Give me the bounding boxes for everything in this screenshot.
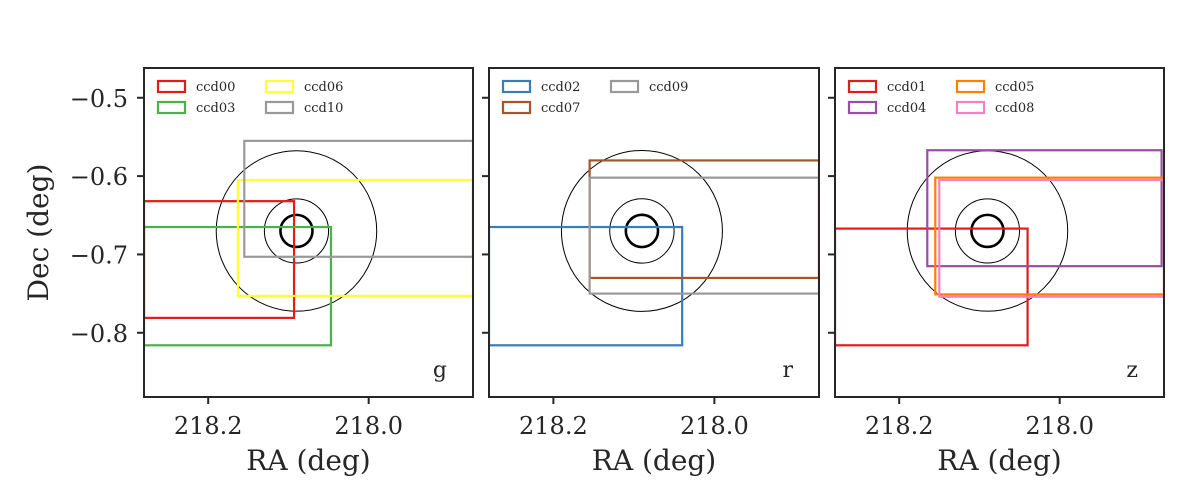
ccd08-footprint xyxy=(938,178,1164,298)
x-tick-label: 218.2 xyxy=(519,412,588,440)
legend-swatch xyxy=(264,100,295,115)
ccd09-footprint xyxy=(588,176,819,295)
x-tick-label: 218.0 xyxy=(334,412,403,440)
legend-label: ccd04 xyxy=(887,101,926,116)
panel-z: 218.2 218.0 RA (deg) z ccd01 ccd04 ccd05 ccd08 xyxy=(828,67,1165,477)
y-axis-title: Dec (deg) xyxy=(22,164,55,302)
axes-frame xyxy=(143,67,474,398)
x-tick-label: 218.2 xyxy=(174,412,243,440)
x-axis-title: RA (deg) xyxy=(246,444,370,477)
legend-label: ccd03 xyxy=(196,101,235,116)
aperture-circle-1 xyxy=(954,198,1021,264)
legend-label: ccd01 xyxy=(887,80,926,95)
axes-frame xyxy=(488,67,820,398)
ccd02-footprint xyxy=(489,225,684,347)
legend-label: ccd00 xyxy=(196,80,235,95)
ccd06-footprint xyxy=(236,178,473,298)
aperture-circle-0 xyxy=(970,213,1005,249)
aperture-circle-0 xyxy=(624,213,660,249)
legend-swatch xyxy=(847,100,878,115)
x-axis-title: RA (deg) xyxy=(592,444,716,477)
ccd10-footprint xyxy=(243,139,473,258)
band-label: r xyxy=(782,358,793,383)
aperture-circle-2 xyxy=(215,150,378,312)
legend-swatch xyxy=(501,79,532,94)
aperture-circle-1 xyxy=(609,198,675,264)
panel-g: 218.2 218.0 −0.5 −0.6 −0.7 −0.8 RA (deg) Dec (d… xyxy=(22,67,474,477)
y-tick-label: −0.5 xyxy=(70,85,128,113)
legend-label: ccd06 xyxy=(304,80,343,95)
panel-r: 218.2 218.0 RA (deg) r ccd02 ccd07 ccd09 xyxy=(482,67,820,477)
legend-swatch xyxy=(264,79,295,94)
aperture-circle-2 xyxy=(560,149,723,312)
y-tick-label: −0.7 xyxy=(70,241,128,269)
x-axis-title: RA (deg) xyxy=(937,444,1061,477)
legend-label: ccd08 xyxy=(995,101,1034,116)
legend-label: ccd09 xyxy=(649,80,688,95)
ccd04-footprint xyxy=(926,149,1163,268)
legend-label: ccd05 xyxy=(995,80,1034,95)
ccd05-footprint xyxy=(934,176,1164,296)
legend-swatch xyxy=(156,79,187,94)
aperture-circle-1 xyxy=(263,198,330,264)
axes-frame xyxy=(834,67,1165,398)
x-tick-label: 218.0 xyxy=(680,412,749,440)
x-tick-label: 218.2 xyxy=(865,412,934,440)
band-label: z xyxy=(1126,358,1138,383)
ccd00-footprint xyxy=(144,200,296,319)
legend-swatch xyxy=(156,100,187,115)
legend-swatch xyxy=(847,79,878,94)
y-tick-label: −0.8 xyxy=(70,320,128,348)
plot-area xyxy=(489,149,819,347)
legend-swatch xyxy=(955,100,986,115)
legend-label: ccd07 xyxy=(541,101,580,116)
aperture-circle-0 xyxy=(279,213,314,249)
plot-area xyxy=(835,149,1164,347)
ccd01-footprint xyxy=(835,227,1029,347)
x-tick-label: 218.0 xyxy=(1025,412,1094,440)
legend-swatch xyxy=(609,79,640,94)
legend-label: ccd02 xyxy=(541,80,580,95)
legend-swatch xyxy=(955,79,986,94)
aperture-circle-2 xyxy=(906,150,1069,312)
plot-area xyxy=(144,139,473,347)
y-tick-label: −0.6 xyxy=(70,163,128,191)
legend-label: ccd10 xyxy=(304,101,343,116)
legend-swatch xyxy=(501,100,532,115)
band-label: g xyxy=(433,358,447,383)
